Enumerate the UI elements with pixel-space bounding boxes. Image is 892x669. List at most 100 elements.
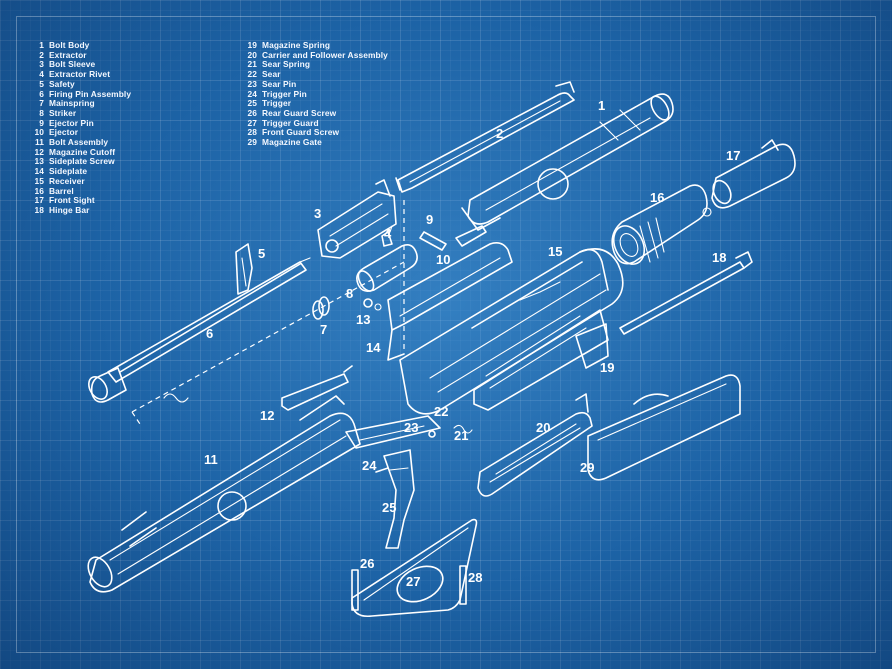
callout-25: 25 [382, 500, 396, 515]
callout-3: 3 [314, 206, 321, 221]
callout-13: 13 [356, 312, 370, 327]
legend-part-name: Bolt Sleeve [49, 59, 96, 70]
magazine-cutoff-part [281, 365, 353, 411]
callout-15: 15 [548, 244, 562, 259]
callout-24: 24 [362, 458, 377, 473]
legend-number: 5 [39, 78, 44, 89]
magazine-spring-part [575, 323, 609, 369]
legend-number: 23 [247, 78, 257, 89]
legend-part-name: Bolt Assembly [49, 137, 109, 148]
legend-part-name: Receiver [49, 175, 85, 186]
hinge-bar-part [619, 251, 753, 335]
legend-entry: 10 Ejector [26, 127, 131, 138]
legend-number: 29 [247, 137, 257, 148]
legend-entry: 15 Receiver [26, 175, 131, 187]
legend-part-name: Barrel [49, 185, 74, 196]
sear-part [345, 415, 441, 449]
legend-part-name: Ejector [49, 127, 79, 138]
callout-26: 26 [360, 556, 374, 571]
callout-14: 14 [366, 340, 381, 355]
mainspring-part [163, 296, 330, 403]
guard-screw-part [351, 565, 467, 611]
legend-part-name: Magazine Cutoff [49, 146, 116, 157]
legend-number: 10 [34, 127, 44, 138]
legend-number: 17 [34, 195, 44, 206]
legend-entry: 2 Extractor [26, 49, 131, 61]
callout-7: 7 [320, 322, 327, 337]
legend-part-name: Extractor [49, 49, 87, 60]
safety-part [235, 243, 253, 295]
front-sight-part [711, 139, 796, 209]
callout-1: 1 [598, 98, 605, 113]
trigger-guard-part [351, 518, 478, 618]
legend-number: 8 [39, 107, 44, 118]
legend-part-name: Sideplate Screw [49, 156, 115, 167]
callout-12: 12 [260, 408, 274, 423]
legend-part-name: Sear Spring [262, 59, 311, 70]
callout-9: 9 [426, 212, 433, 227]
bolt-body-part [461, 93, 674, 231]
carrier-follower-part [477, 393, 593, 497]
legend-number: 24 [247, 88, 257, 99]
callout-6: 6 [206, 326, 213, 341]
barrel-part [611, 184, 712, 265]
legend-number: 27 [247, 117, 257, 128]
legend-part-name: Magazine Spring [262, 40, 331, 50]
sideplate-screw-part [363, 298, 382, 311]
callout-23: 23 [404, 420, 418, 435]
legend-number: 25 [247, 98, 257, 109]
callout-19: 19 [600, 360, 614, 375]
legend-part-name: Extractor Rivet [49, 69, 111, 80]
legend-part-name: Trigger Guard [262, 117, 319, 128]
legend-part-name: Sear [262, 69, 281, 80]
bolt-assembly-part [87, 395, 361, 593]
legend-number: 4 [39, 69, 44, 80]
legend-number: 2 [39, 49, 44, 60]
legend-part-name: Hinge Bar [49, 204, 90, 215]
legend-number: 28 [247, 127, 257, 138]
legend-number: 15 [34, 175, 44, 186]
legend-number: 6 [39, 88, 44, 99]
legend-entry: 24 Trigger Pin [238, 88, 388, 100]
bolt-sleeve-part [317, 179, 397, 259]
legend-entry: 23 Sear Pin [238, 78, 388, 90]
legend-number: 3 [39, 59, 44, 70]
callout-16: 16 [650, 190, 664, 205]
legend-entry: 27 Trigger Guard [238, 117, 388, 129]
legend-number: 7 [39, 98, 44, 109]
legend-number: 14 [34, 166, 44, 177]
legend-number: 20 [247, 49, 257, 60]
legend-part-name: Trigger [262, 98, 292, 109]
legend-part-name: Striker [49, 107, 77, 118]
legend-part-name: Trigger Pin [262, 88, 307, 99]
callout-27: 27 [406, 574, 420, 589]
legend-part-name: Rear Guard Screw [262, 107, 337, 118]
callout-18: 18 [712, 250, 726, 265]
legend-number: 1 [39, 40, 44, 50]
legend-part-name: Sear Pin [262, 78, 297, 89]
legend-part-name: Safety [49, 78, 75, 89]
legend-entry: 4 Extractor Rivet [26, 69, 131, 80]
legend-number: 21 [247, 59, 257, 70]
callout-2: 2 [496, 126, 503, 141]
legend-part-name: Front Sight [49, 195, 95, 206]
trigger-part [375, 449, 415, 549]
